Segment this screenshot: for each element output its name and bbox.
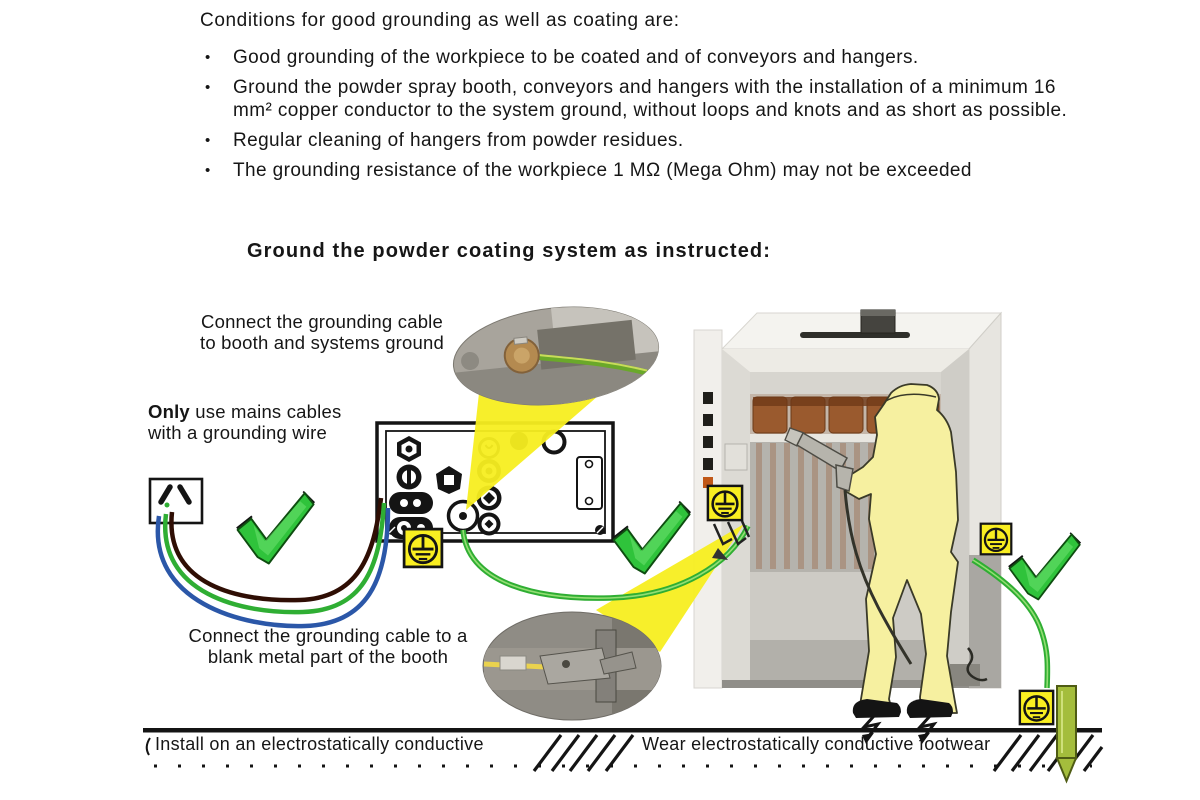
spray-booth [693, 309, 1003, 718]
bullet-marker: • [205, 162, 211, 179]
label-bold: Only [148, 401, 190, 422]
bullet-marker: • [205, 49, 211, 66]
booth-connection-hooks [712, 520, 751, 560]
right-shoe [906, 699, 953, 718]
booth-exhaust-box-top [861, 310, 895, 316]
ground-rod [1055, 685, 1078, 784]
floor-hatching-left [532, 734, 635, 772]
cable-green [162, 502, 387, 615]
booth-caster [950, 664, 980, 686]
booth-right-wall-lower [969, 555, 1001, 688]
system-ground-connector [446, 499, 480, 533]
inset-green-wire [537, 353, 648, 376]
intro-heading: Conditions for good grounding as well as… [200, 10, 680, 31]
spray-gun [784, 427, 854, 492]
booth-label-plate [724, 443, 748, 471]
callout-cone-top [466, 384, 598, 510]
list-item: • Regular cleaning of hangers from powde… [205, 129, 1085, 152]
ground-line [143, 728, 1102, 733]
label-line: with a grounding wire [148, 422, 328, 443]
panel-to-booth-ground-cable [460, 524, 751, 601]
floor-text-conductive: Install on an electrostatically conducti… [155, 734, 484, 754]
booth-to-rod-ground-cable [971, 557, 1051, 689]
earth-symbol-panel [402, 527, 444, 569]
cable-brown [169, 497, 384, 603]
hex-gland-connector [397, 436, 421, 462]
bullet-marker: • [205, 79, 211, 96]
booth-front-edge [722, 680, 969, 688]
mains-wall-outlet [148, 477, 204, 525]
outlet-pin-left [158, 484, 173, 505]
operator-cap [885, 393, 937, 402]
label-line: blank metal part of the booth [207, 646, 449, 667]
gun-cable [843, 489, 913, 665]
earth-symbol-ground-rod [1018, 689, 1055, 726]
left-shoe [852, 699, 901, 718]
label-booth-ground: Connect the grounding cable to booth and… [196, 311, 448, 353]
list-item: • Ground the powder spray booth, conveyo… [205, 76, 1085, 122]
mains-inlet-connector [389, 492, 433, 514]
label-mains-cables: Only use mains cables with a grounding w… [148, 401, 341, 443]
booth-ceiling [722, 349, 969, 372]
label-line: Only use mains cables [148, 401, 341, 422]
floor-hatching-right [992, 734, 1104, 772]
list-item: • Good grounding of the workpiece to be … [205, 46, 1085, 69]
label-line: to booth and systems ground [200, 332, 444, 353]
inset-wire-ferrule [499, 655, 527, 671]
earth-symbol-booth-left [706, 484, 744, 522]
check-mark-mains [236, 490, 316, 565]
check-mark-rod [1008, 531, 1082, 601]
center-connector [436, 466, 462, 494]
bullet-text: Good grounding of the workpiece to be co… [233, 47, 919, 68]
booth-shelf [750, 434, 941, 442]
panel-cover-plate [576, 456, 603, 510]
label-text: use mains cables [189, 401, 342, 422]
conditions-list: • Good grounding of the workpiece to be … [205, 46, 1085, 189]
label-line: Connect the grounding cable [201, 311, 443, 332]
bullet-text: Regular cleaning of hangers from powder … [233, 130, 684, 151]
bullet-text: The grounding resistance of the workpiec… [233, 160, 972, 181]
list-item: • The grounding resistance of the workpi… [205, 159, 1085, 182]
mains-cables [155, 497, 391, 629]
label-blank-metal: Connect the grounding cable to a blank m… [184, 625, 472, 667]
bullet-text: Ground the powder spray booth, conveyors… [233, 77, 1068, 121]
cable-blue [155, 507, 391, 629]
bullet-marker: • [205, 132, 211, 149]
operator-body [844, 383, 959, 714]
round-slot-connector [396, 464, 422, 490]
outlet-pin-right [177, 484, 192, 505]
outlet-ground-dot [164, 502, 170, 508]
operator-figure [784, 383, 959, 718]
panel-corner-screws [387, 525, 605, 535]
static-discharge-arrows [859, 714, 938, 744]
booth-side-knobs [703, 392, 713, 488]
floor-text-footwear: Wear electrostatically conductive footwe… [642, 734, 991, 754]
inset-ground-clamp [539, 647, 611, 685]
label-line: Connect the grounding cable to a [188, 625, 468, 646]
earth-symbol-booth-right [979, 522, 1013, 556]
section-heading: Ground the powder coating system as inst… [247, 240, 771, 262]
booth-clamp-chain [966, 647, 988, 682]
